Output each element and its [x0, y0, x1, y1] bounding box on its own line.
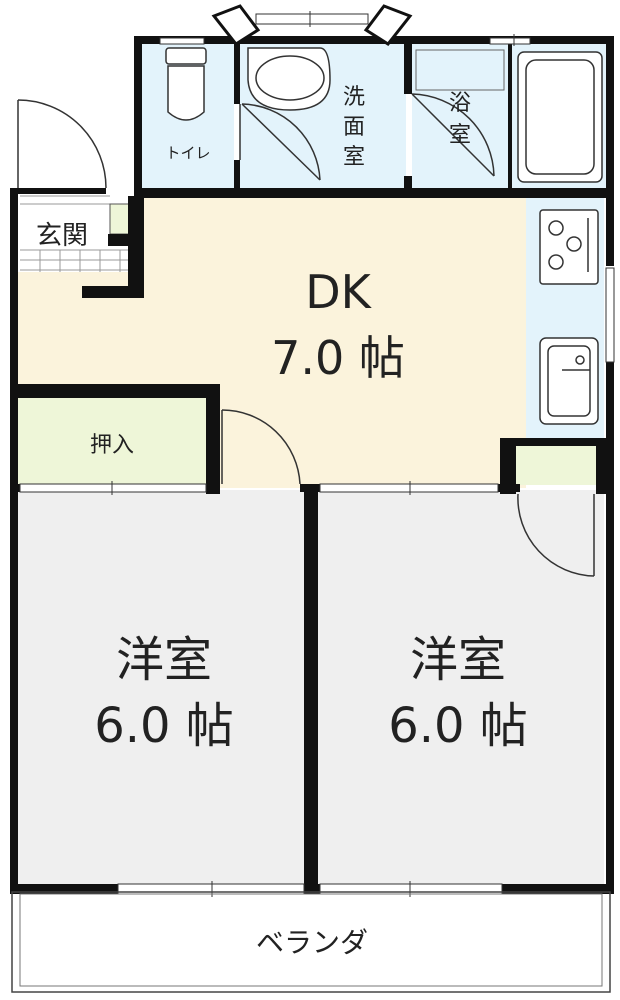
western-room-1-size: 6.0 帖 — [94, 698, 234, 754]
toilet-fixture — [165, 47, 207, 121]
kitchen-sink — [539, 337, 599, 425]
bath-label-2: 室 — [449, 123, 471, 148]
veranda-label: ベランダ — [256, 926, 368, 959]
veranda-floor — [10, 892, 610, 988]
washroom-label-3: 室 — [343, 145, 365, 170]
washer-pan — [415, 49, 505, 91]
stove — [539, 209, 599, 285]
western-room-1-floor — [18, 490, 306, 886]
kitchen-storage — [516, 445, 602, 485]
bathtub — [517, 51, 603, 183]
western-room-2-name: 洋室 — [410, 632, 506, 688]
washbasin — [247, 47, 331, 111]
veranda-inner — [19, 893, 603, 987]
western-room-2-size: 6.0 帖 — [388, 698, 528, 754]
western-room-2-floor — [316, 490, 604, 886]
walls — [10, 36, 614, 894]
dk-size: 7.0 帖 — [271, 331, 405, 385]
shoe-cabinet — [109, 203, 131, 235]
closet-label: 押入 — [90, 433, 134, 458]
dk-name: DK — [305, 265, 372, 319]
veranda-frame — [11, 891, 611, 993]
doors — [17, 93, 595, 577]
entrance-tiles — [20, 195, 128, 272]
windows — [19, 13, 615, 895]
washroom-label-2: 面 — [343, 115, 365, 140]
entrance-label: 玄関 — [36, 221, 88, 251]
washroom-label-1: 洗 — [343, 85, 365, 110]
western-room-1-name: 洋室 — [116, 632, 212, 688]
toilet-label: トイレ — [165, 144, 210, 162]
closet-floor — [18, 398, 208, 486]
bay-window — [211, 4, 413, 46]
bath-label-1: 浴 — [449, 91, 471, 116]
